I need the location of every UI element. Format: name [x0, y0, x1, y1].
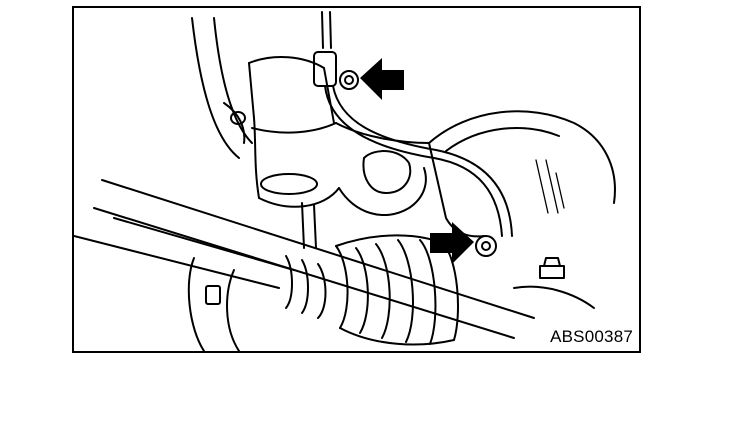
brake-disc: [428, 110, 616, 214]
strut-tube: [191, 17, 253, 159]
mechanical-illustration: [74, 11, 616, 351]
diagram-frame: ABS00387: [72, 6, 641, 353]
figure-code: ABS00387: [550, 327, 633, 346]
upper-arrow: [360, 58, 404, 100]
hub-nut: [513, 257, 595, 309]
drive-shaft: [74, 179, 535, 339]
lower-arrow: [430, 222, 474, 264]
sensor-harness: [313, 11, 513, 257]
boot-bellows: [187, 234, 459, 351]
